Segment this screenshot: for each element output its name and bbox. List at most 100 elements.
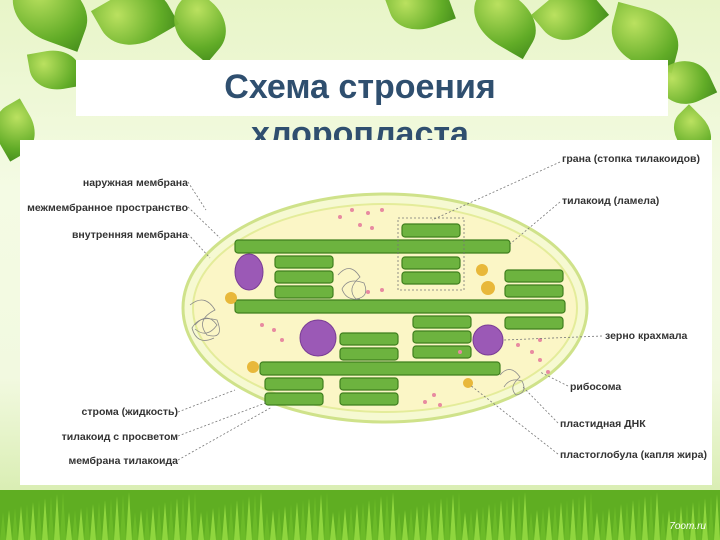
- grass-blade: [606, 508, 612, 540]
- grass-blade: [108, 498, 114, 540]
- grass-blade: [276, 508, 282, 540]
- ribosome-dot: [366, 211, 370, 215]
- grass-blade: [648, 494, 654, 540]
- grass-blade: [504, 498, 510, 540]
- grass-blade: [492, 502, 498, 540]
- grass-blade: [612, 506, 618, 540]
- grass-blade: [342, 508, 348, 540]
- grass-blade: [168, 500, 174, 540]
- starch-grain-shape: [234, 253, 264, 291]
- grass-blade: [348, 506, 354, 540]
- starch-grain-shape: [472, 324, 504, 356]
- grass-blade: [684, 504, 690, 540]
- grass-blade: [714, 494, 720, 540]
- ribosome-dot: [380, 208, 384, 212]
- grass-blade: [330, 512, 336, 540]
- grass-blade: [210, 508, 216, 540]
- thylakoid-shape: [264, 377, 324, 391]
- grass-blade: [258, 492, 264, 540]
- grass-blade: [216, 506, 222, 540]
- label-plastoglobule: пластоглобула (капля жира): [560, 449, 707, 461]
- lamella-shape: [259, 361, 501, 376]
- grass-blade: [486, 504, 492, 540]
- grass-blade: [558, 502, 564, 540]
- grass-blade: [282, 506, 288, 540]
- ribosome-dot: [272, 328, 276, 332]
- grass-blade: [696, 500, 702, 540]
- thylakoid-shape: [504, 284, 564, 298]
- grass-blade: [390, 492, 396, 540]
- leader-line: [521, 385, 559, 424]
- ribosome-dot: [530, 350, 534, 354]
- grass-blade: [96, 502, 102, 540]
- grass-blade: [234, 500, 240, 540]
- grass-blade: [444, 496, 450, 540]
- ribosome-dot: [358, 223, 362, 227]
- grass-blade: [408, 508, 414, 540]
- grass-blade: [360, 502, 366, 540]
- grass-blade: [510, 496, 516, 540]
- ribosome-dot: [432, 393, 436, 397]
- grass-blade: [120, 494, 126, 540]
- grass-blade: [396, 512, 402, 540]
- grass-blade: [162, 502, 168, 540]
- plastoglobule-shape: [481, 281, 495, 295]
- thylakoid-shape: [339, 332, 399, 346]
- leader-line: [187, 206, 221, 239]
- ribosome-dot: [370, 226, 374, 230]
- grass-blade: [60, 492, 66, 540]
- label-outer-membrane: наружная мембрана: [83, 177, 188, 189]
- label-ribosome: рибосома: [570, 381, 621, 393]
- ribosome-dot: [423, 400, 427, 404]
- grass-blade: [498, 500, 504, 540]
- grass-blade: [546, 506, 552, 540]
- grass-blade: [180, 496, 186, 540]
- grass-blade: [372, 498, 378, 540]
- grass-blade: [402, 510, 408, 540]
- grass-blade: [672, 508, 678, 540]
- grass-blade: [456, 492, 462, 540]
- grass-blade: [576, 496, 582, 540]
- grass-blade: [594, 512, 600, 540]
- thylakoid-shape: [264, 392, 324, 406]
- leader-line: [177, 389, 236, 413]
- leader-line: [509, 201, 561, 245]
- grass-blade: [12, 508, 18, 540]
- grass-blade: [420, 504, 426, 540]
- ribosome-dot: [546, 370, 550, 374]
- grass-blade: [0, 512, 6, 540]
- chloroplast-diagram: наружная мембрана межмембранное простран…: [27, 153, 707, 467]
- leader-line: [187, 181, 207, 211]
- grass-blade: [378, 496, 384, 540]
- thylakoid-shape: [412, 345, 472, 359]
- grass-blade: [522, 492, 528, 540]
- lamella-shape: [234, 299, 566, 314]
- grass-blade: [426, 502, 432, 540]
- grass-blade: [366, 500, 372, 540]
- grass-blade: [450, 494, 456, 540]
- grass-blade: [6, 510, 12, 540]
- grass-blade: [204, 510, 210, 540]
- grass-blade: [678, 506, 684, 540]
- grass-blade: [588, 492, 594, 540]
- label-starch-grain: зерно крахмала: [605, 330, 687, 342]
- grass-blade: [528, 512, 534, 540]
- grass-blade: [354, 504, 360, 540]
- grass-blade: [150, 506, 156, 540]
- grass-blade: [618, 504, 624, 540]
- grass-blade: [42, 498, 48, 540]
- grass-blade: [660, 512, 666, 540]
- grass-blade: [240, 498, 246, 540]
- thylakoid-shape: [274, 285, 334, 299]
- thylakoid-shape: [274, 255, 334, 269]
- leader-line: [503, 335, 603, 341]
- grass-blade: [690, 502, 696, 540]
- grass-blade: [582, 494, 588, 540]
- grass-blade: [414, 506, 420, 540]
- grass-blade: [708, 496, 714, 540]
- grass-blade: [666, 510, 672, 540]
- thylakoid-shape: [274, 270, 334, 284]
- grass-blade: [312, 496, 318, 540]
- grass-blade: [654, 492, 660, 540]
- ribosome-dot: [280, 338, 284, 342]
